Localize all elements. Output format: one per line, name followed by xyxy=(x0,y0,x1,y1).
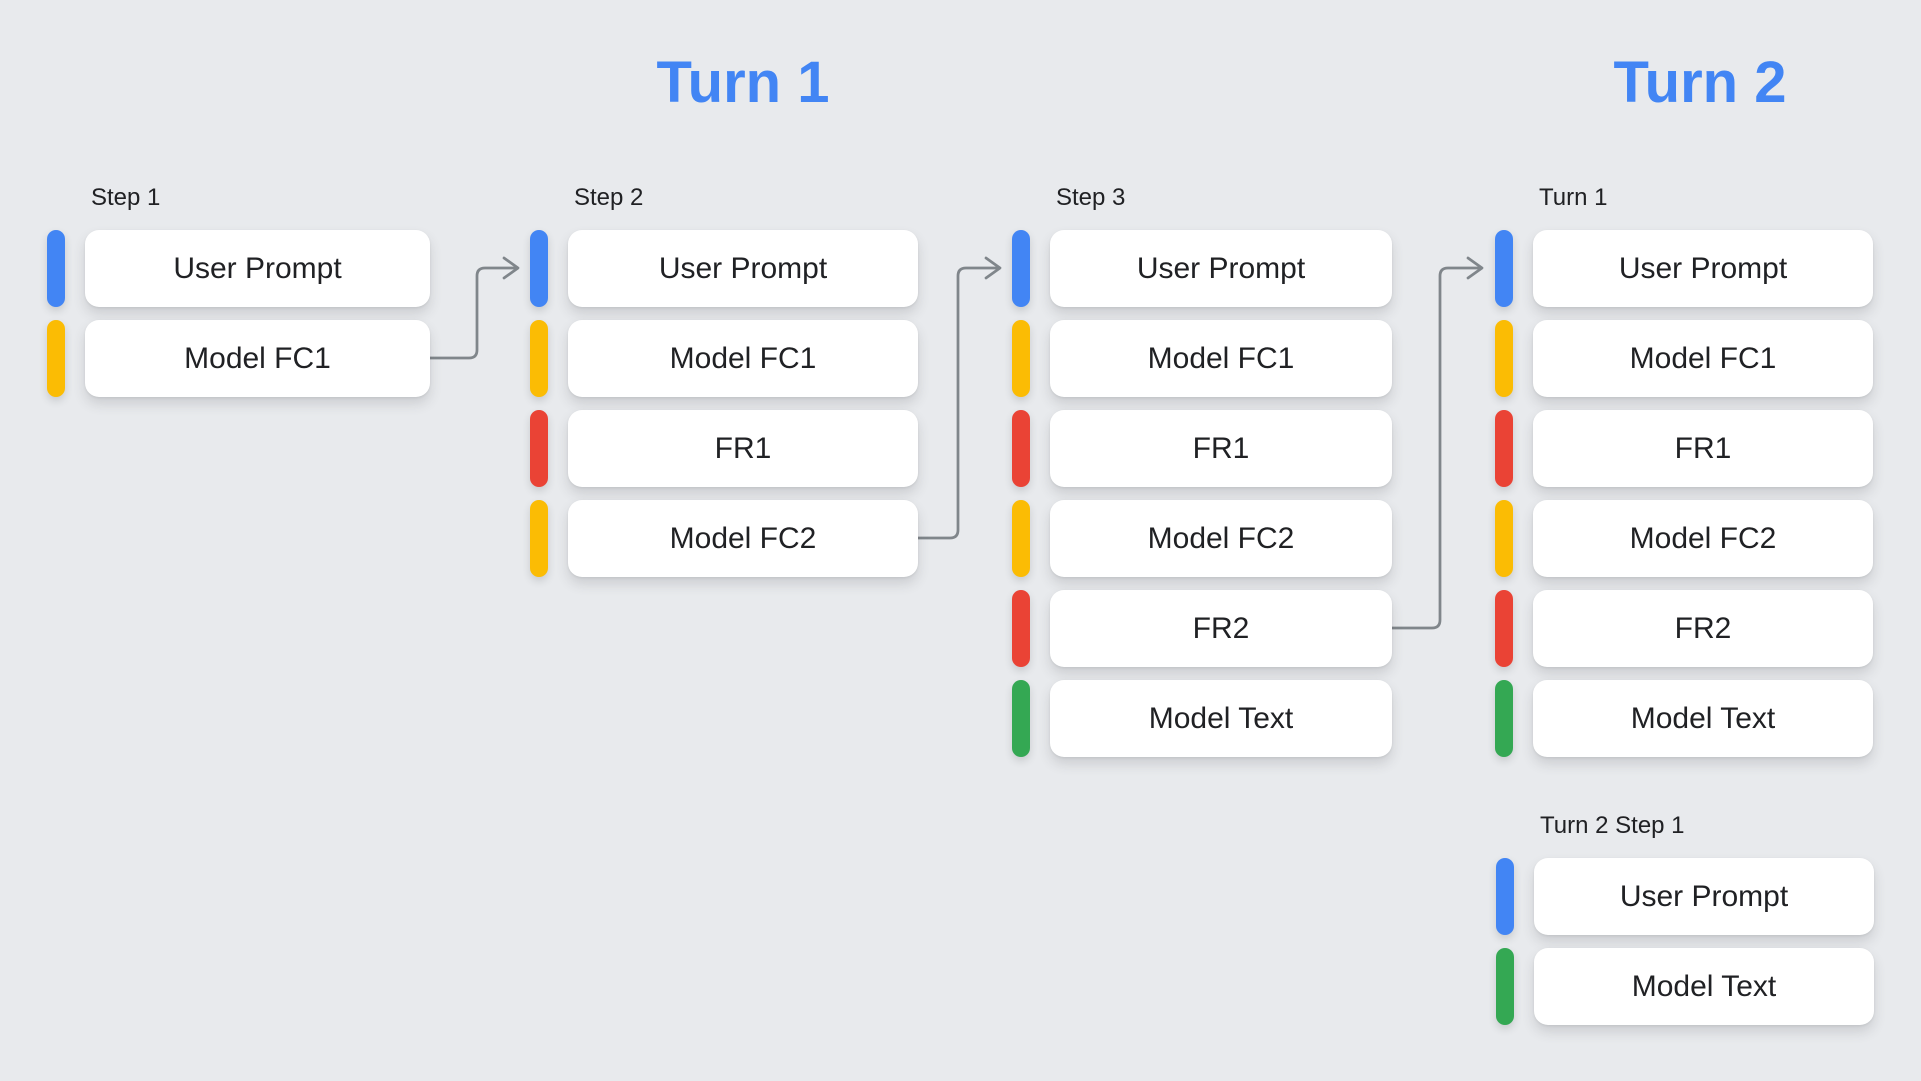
block-row: FR2 xyxy=(1012,590,1392,667)
block-card: Model FC2 xyxy=(1050,500,1392,577)
block-label: FR1 xyxy=(1674,431,1732,465)
block-card: User Prompt xyxy=(1533,230,1873,307)
function-response-color-bar xyxy=(1495,590,1513,667)
block-card: User Prompt xyxy=(85,230,430,307)
user-color-bar xyxy=(530,230,548,307)
block-label: Model FC1 xyxy=(184,341,331,375)
block-card: FR2 xyxy=(1533,590,1873,667)
column-step-3: Step 3 User Prompt Model FC1 FR1 Model F… xyxy=(1012,184,1392,770)
model-fc-color-bar xyxy=(530,320,548,397)
column-step-1: Step 1 User Prompt Model FC1 xyxy=(47,184,430,410)
block-label: FR2 xyxy=(1192,611,1250,645)
user-color-bar xyxy=(1012,230,1030,307)
block-card: User Prompt xyxy=(1050,230,1392,307)
block-row: Model FC2 xyxy=(530,500,918,577)
block-row: FR1 xyxy=(530,410,918,487)
block-label: User Prompt xyxy=(1618,251,1788,285)
block-label: FR2 xyxy=(1674,611,1732,645)
block-card: FR1 xyxy=(568,410,918,487)
block-card: FR1 xyxy=(1533,410,1873,487)
block-row: Model FC1 xyxy=(530,320,918,397)
block-label: Model FC1 xyxy=(1629,341,1777,375)
block-row: User Prompt xyxy=(530,230,918,307)
block-row: User Prompt xyxy=(47,230,430,307)
block-row: User Prompt xyxy=(1012,230,1392,307)
block-row: Model FC1 xyxy=(47,320,430,397)
function-response-color-bar xyxy=(1012,590,1030,667)
heading-turn-2: Turn 2 xyxy=(1613,50,1787,115)
model-text-color-bar xyxy=(1012,680,1030,757)
block-card: Model FC2 xyxy=(568,500,918,577)
block-label: User Prompt xyxy=(1619,879,1789,913)
block-row: User Prompt xyxy=(1495,230,1873,307)
block-label: User Prompt xyxy=(173,251,342,285)
block-card: User Prompt xyxy=(568,230,918,307)
block-row: Model FC1 xyxy=(1495,320,1873,397)
block-label: Model FC1 xyxy=(669,341,817,375)
column-label: Step 2 xyxy=(574,184,644,211)
block-row: FR1 xyxy=(1012,410,1392,487)
arrow-step3-to-turn2-context xyxy=(1390,256,1484,630)
column-label: Turn 1 xyxy=(1539,184,1608,211)
block-label: Model FC1 xyxy=(1147,341,1295,375)
block-label: Model Text xyxy=(1631,969,1777,1003)
block-card: Model FC1 xyxy=(85,320,430,397)
user-color-bar xyxy=(1496,858,1514,935)
model-fc-color-bar xyxy=(530,500,548,577)
block-card: Model Text xyxy=(1534,948,1874,1025)
block-label: FR1 xyxy=(1192,431,1250,465)
model-text-color-bar xyxy=(1495,680,1513,757)
block-card: User Prompt xyxy=(1534,858,1874,935)
model-fc-color-bar xyxy=(1012,320,1030,397)
block-card: FR2 xyxy=(1050,590,1392,667)
block-row: FR1 xyxy=(1495,410,1873,487)
block-card: Model FC1 xyxy=(1050,320,1392,397)
arrow-step2-to-step3 xyxy=(916,256,1002,540)
column-turn2-step-1: Turn 2 Step 1 User Prompt Model Text xyxy=(1496,812,1874,1038)
function-response-color-bar xyxy=(530,410,548,487)
block-card: Model Text xyxy=(1050,680,1392,757)
block-row: FR2 xyxy=(1495,590,1873,667)
block-row: Model FC2 xyxy=(1495,500,1873,577)
block-card: Model Text xyxy=(1533,680,1873,757)
column-turn1-context: Turn 1 User Prompt Model FC1 FR1 Model F… xyxy=(1495,184,1873,770)
block-label: Model FC2 xyxy=(669,521,817,555)
block-row: Model Text xyxy=(1495,680,1873,757)
function-response-color-bar xyxy=(1012,410,1030,487)
user-color-bar xyxy=(47,230,65,307)
block-label: Model FC2 xyxy=(1629,521,1777,555)
model-fc-color-bar xyxy=(1495,320,1513,397)
block-row: User Prompt xyxy=(1496,858,1874,935)
function-response-color-bar xyxy=(1495,410,1513,487)
block-label: FR1 xyxy=(714,431,772,465)
model-fc-color-bar xyxy=(1495,500,1513,577)
block-card: FR1 xyxy=(1050,410,1392,487)
block-card: Model FC1 xyxy=(568,320,918,397)
model-fc-color-bar xyxy=(47,320,65,397)
block-row: Model FC2 xyxy=(1012,500,1392,577)
column-step-2: Step 2 User Prompt Model FC1 FR1 Model F… xyxy=(530,184,918,590)
block-row: Model Text xyxy=(1012,680,1392,757)
arrow-step1-to-step2 xyxy=(428,256,520,360)
block-label: User Prompt xyxy=(658,251,828,285)
heading-turn-1: Turn 1 xyxy=(656,50,830,115)
block-card: Model FC2 xyxy=(1533,500,1873,577)
block-row: Model FC1 xyxy=(1012,320,1392,397)
block-card: Model FC1 xyxy=(1533,320,1873,397)
block-row: Model Text xyxy=(1496,948,1874,1025)
column-label: Step 1 xyxy=(91,184,161,211)
model-fc-color-bar xyxy=(1012,500,1030,577)
block-label: Model FC2 xyxy=(1147,521,1295,555)
column-label: Step 3 xyxy=(1056,184,1126,211)
column-label: Turn 2 Step 1 xyxy=(1540,812,1685,839)
user-color-bar xyxy=(1495,230,1513,307)
block-label: Model Text xyxy=(1630,701,1776,735)
block-label: User Prompt xyxy=(1136,251,1306,285)
model-text-color-bar xyxy=(1496,948,1514,1025)
block-label: Model Text xyxy=(1148,701,1294,735)
